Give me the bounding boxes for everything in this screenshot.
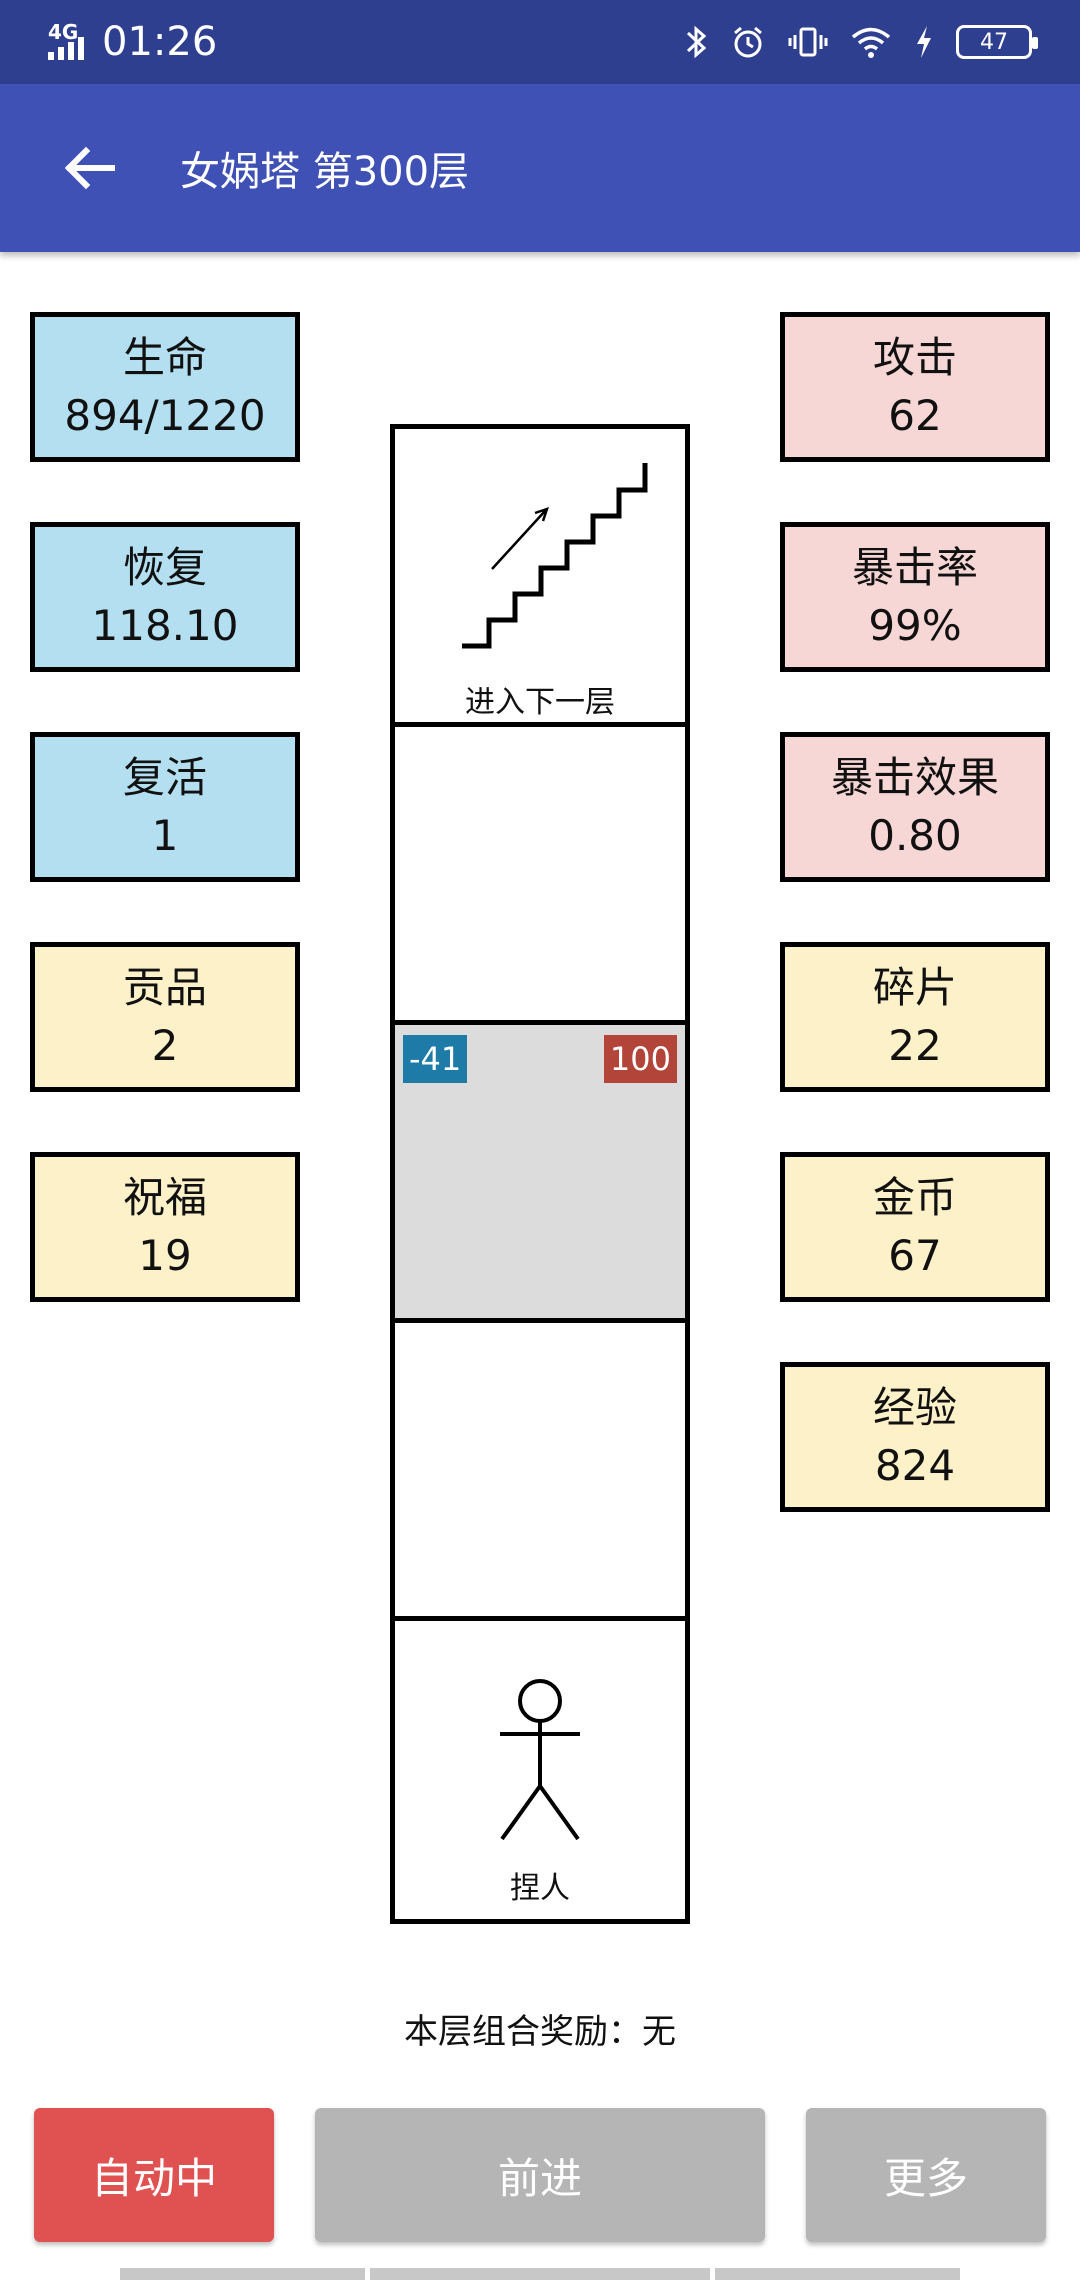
stat-label: 复活	[122, 753, 207, 802]
stat-box-fragments: 碎片 22	[780, 942, 1050, 1092]
status-right: 47	[684, 24, 1038, 60]
stat-value: 99%	[868, 601, 962, 650]
stat-label: 祝福	[122, 1173, 207, 1222]
stat-label: 暴击效果	[830, 753, 999, 802]
bottom-strip-segment	[370, 2268, 710, 2280]
battery-icon: 47	[956, 25, 1038, 59]
stat-box-blessing: 祝福 19	[30, 1152, 300, 1302]
vibrate-icon	[788, 27, 828, 57]
back-button[interactable]	[0, 84, 180, 252]
bluetooth-icon	[686, 25, 707, 59]
stat-label: 生命	[122, 333, 207, 382]
alarm-icon	[734, 26, 762, 58]
stat-box-hp: 生命 894/1220	[30, 312, 300, 462]
stat-label: 经验	[872, 1383, 957, 1432]
stat-value: 1	[151, 811, 179, 860]
status-time: 01:26	[102, 19, 218, 65]
stat-label: 金币	[872, 1173, 957, 1222]
stat-value: 67	[888, 1231, 942, 1280]
stat-label: 恢复	[122, 543, 207, 592]
arrow-left-icon	[64, 146, 115, 190]
stat-box-crit-effect: 暴击效果 0.80	[780, 732, 1050, 882]
stat-label: 暴击率	[851, 543, 978, 592]
stat-box-recovery: 恢复 118.10	[30, 522, 300, 672]
tower: 进入下一层 -41 100 捏人	[390, 424, 690, 1924]
forward-button[interactable]: 前进	[315, 2108, 765, 2242]
battery-level: 47	[980, 29, 1008, 55]
tower-cell-player[interactable]: 捏人	[395, 1621, 685, 1919]
stat-box-gold: 金币 67	[780, 1152, 1050, 1302]
tower-cell-empty	[395, 727, 685, 1025]
stat-value: 824	[874, 1441, 956, 1490]
stat-label: 贡品	[122, 963, 207, 1012]
enemy-left-badge: -41	[403, 1035, 468, 1083]
tower-cell-next-floor[interactable]: 进入下一层	[395, 429, 685, 727]
floor-bonus-text: 本层组合奖励：无	[404, 2012, 676, 2052]
stat-value: 19	[138, 1231, 192, 1280]
stat-box-exp: 经验 824	[780, 1362, 1050, 1512]
network-type: 4G	[48, 20, 79, 44]
stat-value: 0.80	[868, 811, 962, 860]
stat-value: 894/1220	[64, 391, 266, 440]
status-left: 4G 01:26	[48, 19, 217, 65]
app-bar: 女娲塔 第300层	[0, 84, 1080, 252]
next-floor-label: 进入下一层	[465, 685, 615, 720]
stat-value: 62	[888, 391, 942, 440]
stick-figure-icon	[500, 1679, 580, 1841]
stat-value: 118.10	[91, 601, 239, 650]
wifi-icon	[851, 27, 891, 58]
stat-value: 22	[888, 1021, 942, 1070]
stat-value: 2	[151, 1021, 179, 1070]
stairs-icon	[462, 463, 648, 649]
status-bar: 4G 01:26 47	[0, 0, 1080, 84]
more-button[interactable]: 更多	[806, 2108, 1046, 2242]
signal-icon: 4G	[48, 20, 92, 62]
bottom-strip-segment	[715, 2268, 960, 2280]
bottom-strip-segment	[120, 2268, 365, 2280]
stat-box-revive: 复活 1	[30, 732, 300, 882]
enemy-right-badge: 100	[603, 1035, 677, 1083]
auto-button[interactable]: 自动中	[34, 2108, 274, 2242]
stat-box-tribute: 贡品 2	[30, 942, 300, 1092]
page-title: 女娲塔 第300层	[180, 149, 470, 195]
stat-label: 碎片	[872, 963, 957, 1012]
charging-icon	[917, 26, 931, 58]
stat-box-attack: 攻击 62	[780, 312, 1050, 462]
stat-box-crit-rate: 暴击率 99%	[780, 522, 1050, 672]
tower-cell-enemy[interactable]: -41 100	[395, 1025, 685, 1323]
tower-cell-empty	[395, 1323, 685, 1621]
player-label: 捏人	[510, 1871, 570, 1906]
stat-label: 攻击	[872, 333, 957, 382]
